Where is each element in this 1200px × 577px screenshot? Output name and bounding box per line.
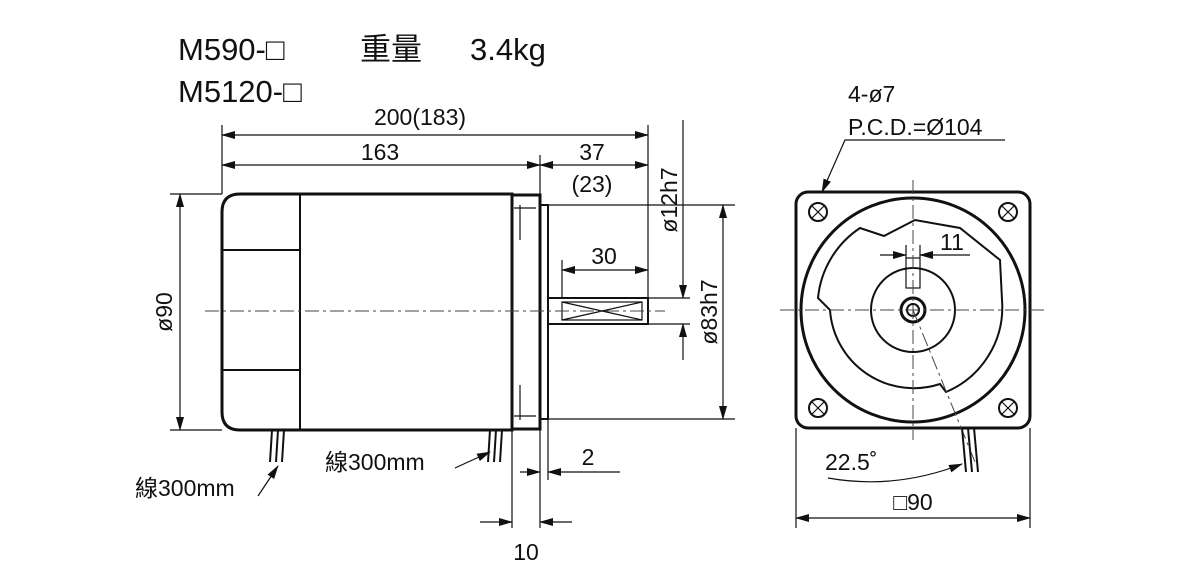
front-angle-line bbox=[912, 309, 976, 463]
dim-shaft-diameter-label: ø12h7 bbox=[656, 167, 682, 232]
dim-square-size-label: □90 bbox=[893, 489, 932, 515]
dim-body-length-label: 163 bbox=[361, 139, 399, 165]
lead-wire-front bbox=[487, 429, 503, 463]
front-view: 4-ø7 P.C.D.=Ø104 11 22.5˚ □90 bbox=[780, 81, 1045, 528]
front-lead-wire bbox=[961, 427, 979, 473]
mounting-hole-bl bbox=[808, 398, 828, 418]
weight-label: 重量 bbox=[360, 32, 422, 67]
dim-key-width-label: 11 bbox=[940, 229, 964, 255]
dim-angle-label: 22.5˚ bbox=[825, 449, 877, 475]
model-number-1: M590-□ bbox=[178, 32, 285, 67]
dim-overall-length-label: 200(183) bbox=[374, 104, 466, 130]
lead-wire-rear bbox=[269, 429, 285, 463]
model-number-2: M5120-□ bbox=[178, 74, 302, 109]
holes-label: 4-ø7 bbox=[848, 81, 895, 107]
mounting-hole-br bbox=[998, 398, 1018, 418]
dim-shaft-extension-label: 37 bbox=[579, 139, 605, 165]
dim-flange-thickness-label: 2 bbox=[582, 444, 595, 470]
mounting-hole-tr bbox=[998, 202, 1018, 222]
dim-pilot-diameter-label: ø83h7 bbox=[696, 279, 722, 344]
lead-wire-rear-label: 線300mm bbox=[135, 475, 235, 501]
lead-wire-front-label: 線300mm bbox=[325, 449, 425, 475]
weight-value: 3.4kg bbox=[470, 32, 546, 67]
pcd-label: P.C.D.=Ø104 bbox=[848, 114, 983, 140]
dim-key-length-label: 30 bbox=[591, 243, 617, 269]
dim-shaft-extension-alt-label: (23) bbox=[572, 171, 613, 197]
dim-body-diameter-label: ø90 bbox=[151, 292, 177, 332]
dim-flange-offset-label: 10 bbox=[513, 539, 539, 565]
side-view: 200(183) 163 37 (23) 30 ø12h7 ø83h7 ø90 … bbox=[135, 104, 735, 565]
mounting-hole-tl bbox=[808, 202, 828, 222]
front-inner-recess bbox=[816, 218, 1004, 394]
motor-body-outline bbox=[220, 192, 514, 432]
dim-angle-arc bbox=[827, 463, 963, 483]
holes-leader bbox=[821, 139, 1005, 193]
flange bbox=[510, 193, 542, 431]
